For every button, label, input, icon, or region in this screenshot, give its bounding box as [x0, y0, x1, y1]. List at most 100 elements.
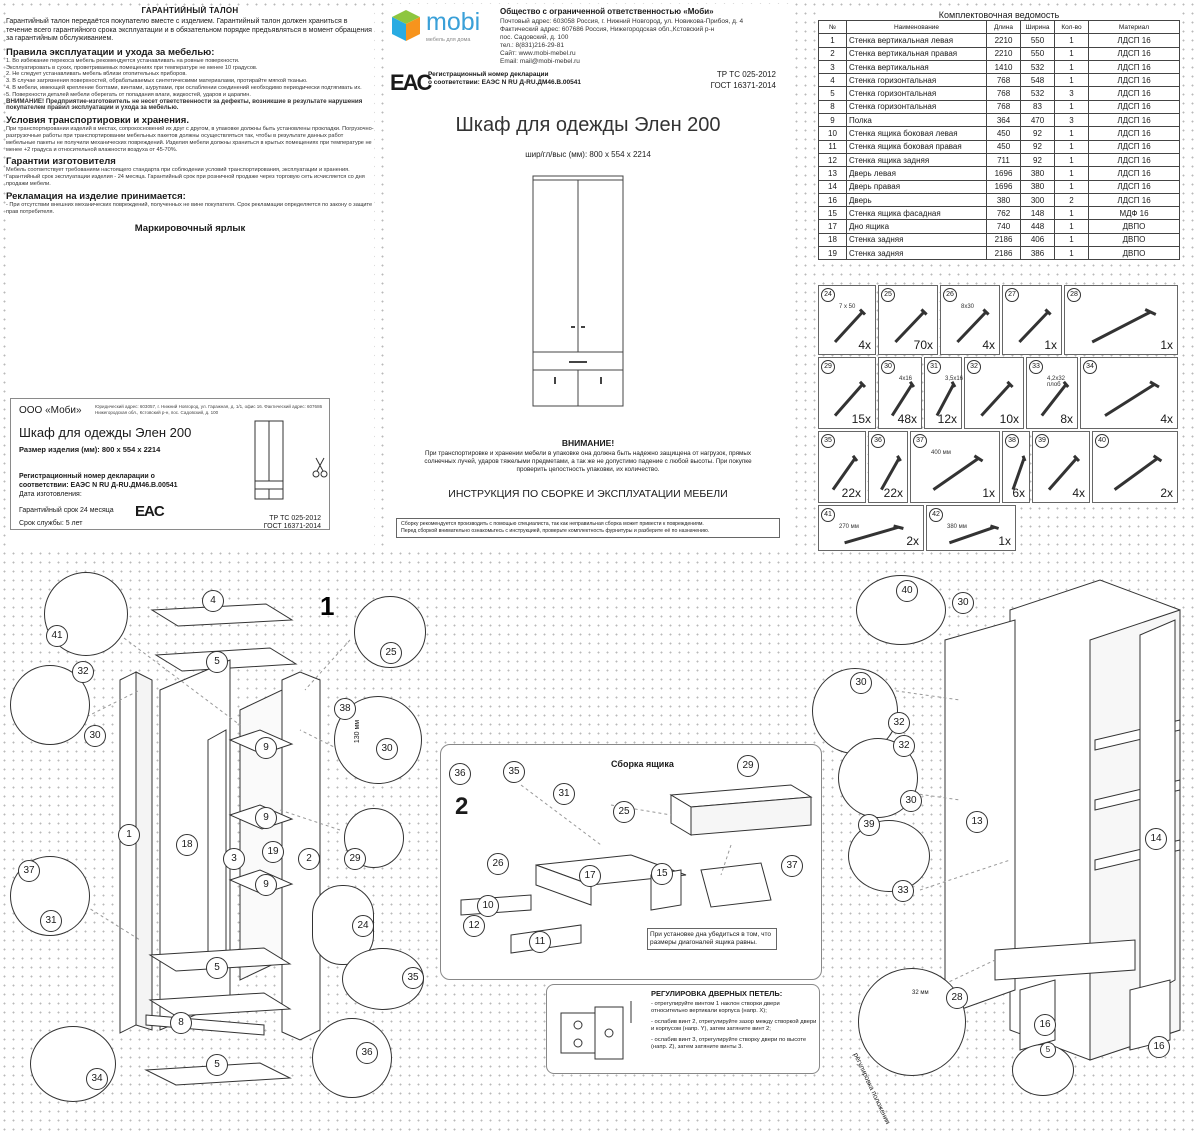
cell-width: 148 — [1020, 206, 1055, 221]
cell-width: 470 — [1020, 113, 1055, 128]
header-gost: ГОСТ 16371-2014 — [710, 81, 776, 90]
contact-postal: Почтовый адрес: 603058 Россия, г. Нижний… — [500, 18, 744, 25]
cell-material: ЛДСП 16 — [1088, 46, 1180, 61]
d2-35: 35 — [503, 761, 525, 783]
header-tr: ТР ТС 025-2012 — [716, 70, 776, 79]
hardware-dimension: 7 x 50 — [839, 304, 856, 310]
cell-material: ДВПО — [1088, 219, 1180, 234]
cell-length: 768 — [986, 73, 1021, 88]
part-5b: 5 — [206, 957, 228, 979]
cell-width: 406 — [1020, 232, 1055, 248]
hardware-count: 6x — [1012, 486, 1025, 500]
label-warranty-term: Гарантийный срок 24 месяца — [19, 507, 114, 514]
hardware-number: 38 — [1005, 434, 1019, 448]
cell-qty: 1 — [1054, 139, 1089, 154]
clip-glyph — [1104, 380, 1160, 417]
guarantee-text: Мебель соответствует требованиям настоящ… — [6, 167, 365, 187]
cell-name: Дно ящика — [846, 219, 987, 234]
claim-title: Рекламация на изделие принимается: — [6, 190, 186, 202]
d2-10: 10 — [477, 895, 499, 917]
hardware-number: 28 — [1067, 288, 1081, 302]
hardware-number: 31 — [927, 360, 941, 374]
confirmat-screw-glyph — [833, 308, 867, 344]
cell-material: ЛДСП 16 — [1088, 33, 1180, 48]
screw-small-glyph — [935, 381, 957, 417]
hardware-number: 40 — [1095, 434, 1109, 448]
rule-4: 3. В случае загрязнения поверхностей, об… — [6, 78, 308, 85]
hex-key-glyph — [1018, 308, 1052, 344]
d3-33: 33 — [892, 880, 914, 902]
d3-30a: 30 — [952, 592, 974, 614]
drawer-runners-glyph — [932, 454, 984, 491]
header-eac-mark: EAC — [390, 70, 432, 95]
hardware-dimension: 380 мм — [947, 524, 967, 530]
cell-length: 2210 — [986, 33, 1021, 48]
cell-length: 2210 — [986, 46, 1021, 61]
cell-name: Стенка горизонтальная — [846, 86, 987, 101]
eccentric-rod-glyph — [831, 454, 859, 491]
label-company: ООО «Моби» — [19, 405, 82, 416]
col-num: № — [818, 19, 847, 35]
adjustment-item-3: - ослабив винт 3, отрегулируйте створку … — [651, 1036, 807, 1051]
cell-length: 762 — [986, 206, 1021, 221]
contacts: Почтовый адрес: 603058 Россия, г. Нижний… — [500, 18, 790, 66]
adjustment-item-1: - отрегулируйте винтом 1 наклон створки … — [651, 1001, 780, 1015]
cell-qty: 1 — [1054, 166, 1089, 181]
cell-num: 9 — [818, 113, 847, 128]
cell-num: 4 — [818, 73, 847, 88]
corner-bracket-glyph — [833, 380, 867, 417]
d2-26: 26 — [487, 853, 509, 875]
cell-qty: 1 — [1054, 46, 1089, 61]
cell-name: Стенка ящика боковая левая — [846, 126, 987, 141]
callout-34 — [30, 1026, 116, 1102]
hw-32: 32 — [72, 661, 94, 683]
cell-num: 12 — [818, 152, 847, 168]
cell-name: Дверь правая — [846, 179, 987, 194]
cell-name: Стенка ящика боковая правая — [846, 139, 987, 154]
hw-29: 29 — [344, 848, 366, 870]
cell-num: 17 — [818, 219, 847, 234]
label-size: Размер изделия (мм): 800 х 554 х 2214 — [19, 445, 161, 454]
nail-pack-glyph — [894, 308, 928, 344]
d3-14: 14 — [1145, 828, 1167, 850]
part-3: 3 — [223, 848, 245, 870]
part-5c: 5 — [206, 1054, 228, 1076]
d2-15: 15 — [651, 863, 673, 885]
hardware-count: 1x — [998, 534, 1011, 548]
cell-num: 11 — [818, 139, 847, 154]
guarantee-title: Гарантии изготовителя — [6, 156, 116, 168]
hardware-count: 2x — [1160, 486, 1173, 500]
cell-width: 380 — [1020, 166, 1055, 181]
hardware-number: 42 — [929, 508, 943, 522]
hardware-count: 1x — [1160, 338, 1173, 352]
cell-length: 364 — [986, 113, 1021, 128]
cell-qty: 1 — [1054, 179, 1089, 194]
cell-width: 532 — [1020, 86, 1055, 101]
label-reg: Регистрационный номер декларации о соотв… — [19, 473, 178, 489]
hardware-number: 35 — [821, 434, 835, 448]
cell-length: 380 — [986, 192, 1021, 208]
d3-28: 28 — [946, 987, 968, 1009]
d2-12: 12 — [463, 915, 485, 937]
hw-41: 41 — [46, 625, 68, 647]
d3-16b: 16 — [1148, 1036, 1170, 1058]
d3-39: 39 — [858, 814, 880, 836]
attention-text: При транспортировке и хранении мебели в … — [424, 450, 752, 473]
cell-material: ЛДСП 16 — [1088, 86, 1180, 101]
dim-130: 130 мм — [354, 719, 362, 744]
drawer-title: Сборка ящика — [611, 759, 674, 769]
label-gost: ГОСТ 16371-2014 — [263, 523, 321, 530]
eccentric-cam-glyph — [880, 455, 902, 491]
part-9a: 9 — [255, 737, 277, 759]
marking-label: ООО «Моби» Юридический адрес: 603057, г.… — [10, 398, 330, 530]
cell-num: 3 — [818, 59, 847, 75]
part-9b: 9 — [255, 807, 277, 829]
cell-qty: 3 — [1054, 113, 1089, 128]
d3-13: 13 — [966, 811, 988, 833]
hardware-number: 26 — [943, 288, 957, 302]
